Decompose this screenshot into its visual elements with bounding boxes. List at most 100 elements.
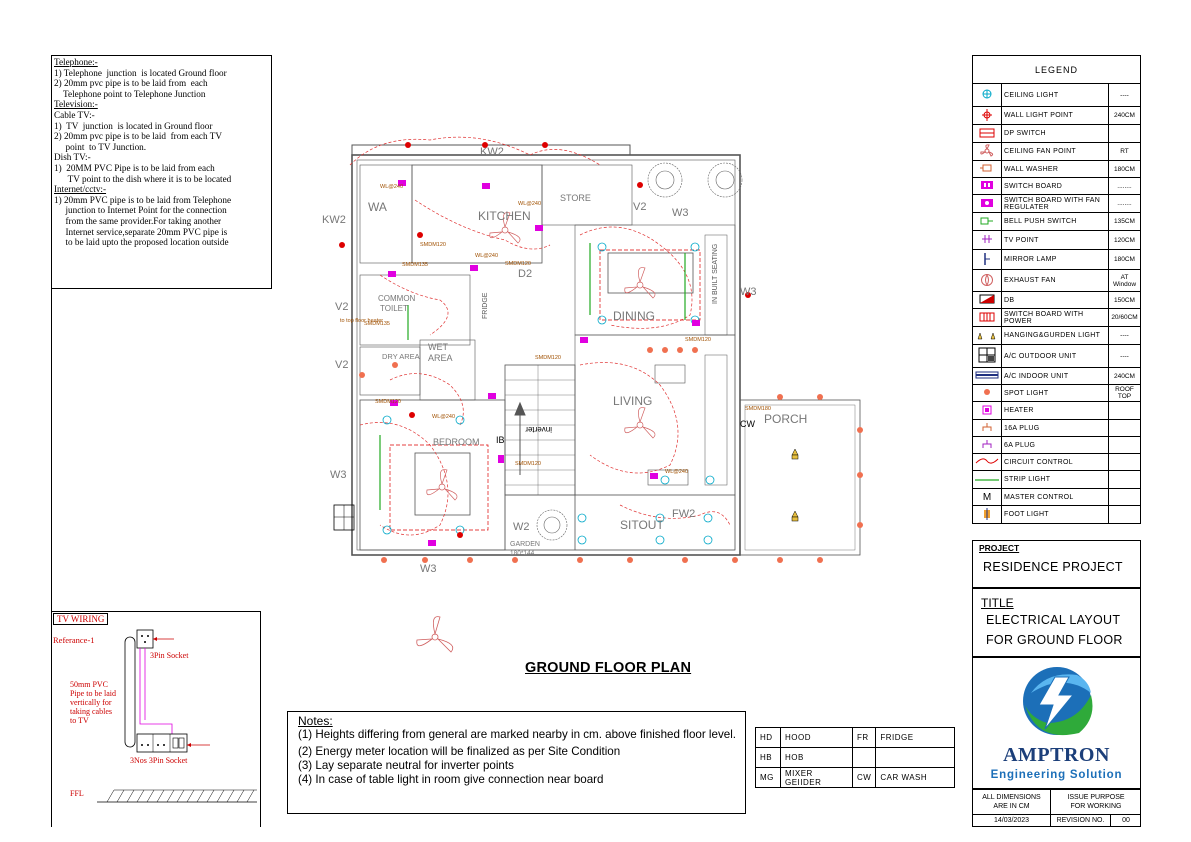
services-note-line: 2) 20mm pvc pipe is to be laid from each	[54, 78, 208, 89]
legend-row: A/C OUTDOOR UNIT----	[972, 344, 1141, 368]
legend-label: DP SWITCH	[1001, 124, 1109, 143]
legend-value: ----	[1108, 83, 1141, 107]
legend-label: CIRCUIT CONTROL	[1001, 453, 1109, 471]
services-note-line: from the same provider.For taking anothe…	[54, 215, 222, 226]
svg-text:WA: WA	[368, 200, 387, 214]
legend-row: STRIP LIGHT	[972, 470, 1141, 489]
legend-row: SWITCH BOARD........	[972, 177, 1141, 195]
services-note-line: to be laid upto the proposed location ou…	[54, 237, 229, 248]
services-note-line: Cable TV:-	[54, 109, 95, 120]
legend-label: TV POINT	[1001, 230, 1109, 250]
note-3: (3) Lay separate neutral for inverter po…	[298, 759, 514, 772]
plug-6a-icon	[972, 436, 1002, 454]
svg-text:180*144: 180*144	[510, 550, 535, 557]
issue-purpose-1: ISSUE PURPOSE	[1067, 794, 1125, 801]
svg-text:GARDEN: GARDEN	[510, 541, 540, 548]
socket-bottom-label: 3Nos 3Pin Socket	[130, 756, 188, 765]
wall-washer-icon	[972, 160, 1002, 178]
note-2: (2) Energy meter location will be finali…	[298, 745, 621, 758]
switch-board-fan-icon	[972, 194, 1002, 213]
svg-text:SMDM120: SMDM120	[535, 355, 561, 361]
title-label: TITLE	[981, 596, 1014, 610]
legend-row: DP SWITCH	[972, 124, 1141, 143]
legend-value: 20/60CM	[1108, 308, 1141, 327]
legend-value	[1108, 453, 1141, 471]
svg-text:IB: IB	[496, 435, 505, 445]
tv-wiring-title: TV WIRING	[53, 613, 109, 625]
services-note-line: Dish TV:-	[54, 152, 91, 163]
svg-text:V2: V2	[335, 301, 348, 313]
dimensions-note-2: ARE IN CM	[993, 803, 1030, 810]
services-notes-panel: Telephone:-1) Telephone junction is loca…	[51, 55, 272, 289]
legend-value: 150CM	[1108, 291, 1141, 309]
svg-text:BEDROOM: BEDROOM	[433, 437, 480, 447]
general-notes-panel: Notes: (1) Heights differing from genera…	[287, 711, 746, 814]
svg-text:PORCH: PORCH	[764, 412, 807, 426]
legend-label: SPOT LIGHT	[1001, 384, 1109, 402]
svg-text:SMDM120: SMDM120	[420, 242, 446, 248]
services-note-line: TV point to the dish where it is to be l…	[54, 173, 232, 184]
svg-text:TOILET: TOILET	[380, 304, 408, 313]
dp-switch-icon	[972, 124, 1002, 143]
legend-value	[1108, 470, 1141, 489]
svg-text:W3: W3	[330, 469, 347, 481]
tv-wiring-sketch	[97, 629, 257, 803]
project-name: RESIDENCE PROJECT	[983, 560, 1123, 574]
title-line1: ELECTRICAL LAYOUT	[986, 613, 1121, 627]
legend-label: FOOT LIGHT	[1001, 505, 1109, 524]
project-block: PROJECT RESIDENCE PROJECT	[972, 540, 1141, 588]
company-tagline: Engineering Solution	[990, 769, 1123, 781]
legend-value: ........	[1108, 177, 1141, 195]
legend-label: 16A PLUG	[1001, 419, 1109, 437]
project-label: PROJECT	[979, 543, 1020, 553]
svg-text:SMDM180: SMDM180	[745, 406, 771, 412]
frame-line-left	[51, 289, 52, 611]
svg-text:STORE: STORE	[560, 193, 591, 203]
svg-text:WL@240: WL@240	[475, 253, 498, 259]
legend-value	[1108, 436, 1141, 454]
company-block: AMPTRON Engineering Solution	[972, 657, 1141, 789]
legend-value: 180CM	[1108, 160, 1141, 178]
master-control-icon: M	[972, 488, 1002, 506]
legend-value: ........	[1108, 194, 1141, 213]
legend-value	[1108, 124, 1141, 143]
db-icon	[972, 291, 1002, 309]
issue-date: 14/03/2023	[973, 814, 1051, 827]
ceiling-fan-icon	[972, 142, 1002, 161]
services-note-line: junction to Internet Point for the conne…	[54, 205, 227, 216]
svg-text:SMDM120: SMDM120	[375, 399, 401, 405]
services-note-line: Telephone:-	[54, 57, 98, 67]
svg-text:SMDM120: SMDM120	[515, 461, 541, 467]
legend-value: ----	[1108, 344, 1141, 368]
tv-wiring-reference: Referance-1	[53, 635, 95, 645]
mirror-lamp-icon	[972, 249, 1002, 270]
ac-outdoor-icon	[972, 344, 1002, 368]
heater-icon	[972, 401, 1002, 420]
svg-text:W3: W3	[740, 286, 757, 298]
room-label-kitchen: KITCHEN	[478, 209, 531, 223]
legend-value: ----	[1108, 326, 1141, 345]
ac-indoor-icon	[972, 367, 1002, 385]
ground-floor-plan-drawing: KITCHEN STORE WA COMMON TOILET DRY AREA …	[322, 136, 863, 575]
legend-row: SWITCH BOARD WITH FAN REGULATER........	[972, 194, 1141, 213]
legend-label: A/C OUTDOOR UNIT	[1001, 344, 1109, 368]
svg-text:to top floor heater: to top floor heater	[340, 318, 383, 324]
legend-label: CEILING FAN POINT	[1001, 142, 1109, 161]
ffl-label: FFL	[70, 789, 84, 798]
circuit-control-icon	[972, 453, 1002, 471]
note-4: (4) In case of table light in room give …	[298, 773, 604, 786]
svg-text:SITOUT: SITOUT	[620, 518, 664, 532]
svg-text:COMMON: COMMON	[378, 294, 416, 303]
svg-text:WL@240: WL@240	[432, 414, 455, 420]
switch-board-power-icon	[972, 308, 1002, 327]
